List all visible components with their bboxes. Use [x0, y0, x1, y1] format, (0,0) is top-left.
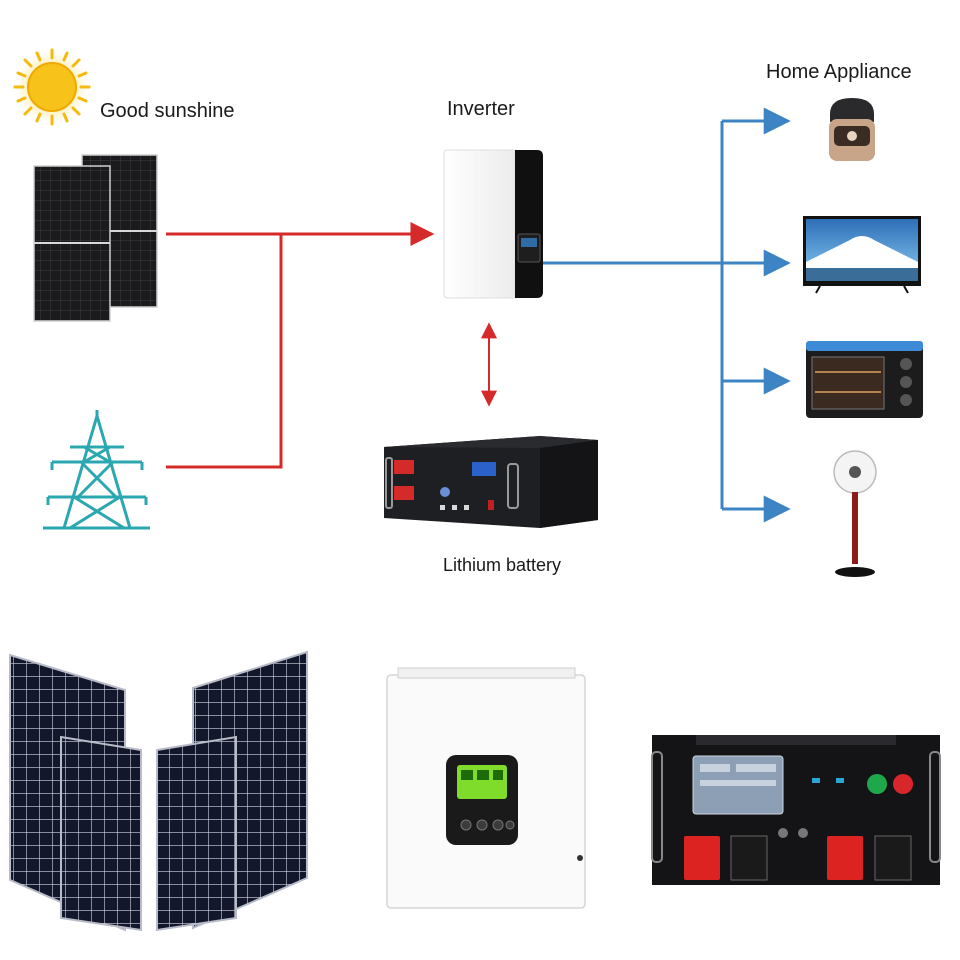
grid-tower-icon — [43, 410, 150, 530]
solar-panels-photo — [9, 650, 308, 932]
solar-panel-icon — [33, 154, 158, 322]
oven-icon — [806, 341, 923, 418]
television-icon — [803, 216, 921, 294]
dc-connection-lines — [166, 222, 497, 469]
hybrid-inverter-photo — [386, 667, 586, 909]
inverter-icon — [443, 149, 543, 299]
rack-battery-photo — [651, 735, 941, 885]
ac-connection-lines — [543, 107, 791, 523]
rice-cooker-icon — [829, 98, 875, 161]
inverter-label: Inverter — [447, 98, 515, 120]
home-appliance-label: Home Appliance — [766, 61, 912, 83]
fan-icon — [833, 450, 877, 577]
lithium-battery-icon — [384, 436, 598, 528]
sunshine-label: Good sunshine — [100, 100, 235, 122]
sun-icon — [12, 47, 92, 127]
battery-label: Lithium battery — [443, 555, 562, 575]
